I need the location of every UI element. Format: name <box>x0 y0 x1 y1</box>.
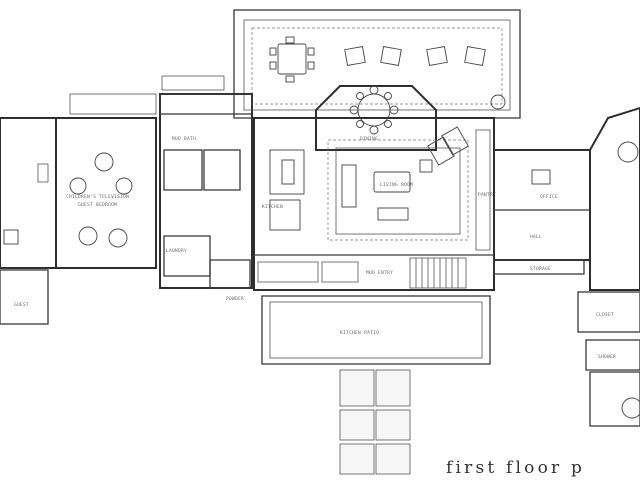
svg-text:GUEST: GUEST <box>14 302 29 308</box>
svg-text:GUEST BEDROOM: GUEST BEDROOM <box>78 202 117 208</box>
entry-terrace: KITCHEN PATIO <box>261 295 491 475</box>
svg-text:STORAGE: STORAGE <box>530 266 551 272</box>
svg-text:HALL: HALL <box>530 234 542 240</box>
svg-text:KITCHEN: KITCHEN <box>262 204 283 210</box>
svg-text:PANTRY: PANTRY <box>478 192 496 198</box>
right-wing: OFFICE HALL STORAGE CLOSET SHOWER <box>493 106 640 427</box>
svg-text:MUD ENTRY: MUD ENTRY <box>366 270 393 276</box>
svg-text:SHOWER: SHOWER <box>598 354 616 360</box>
svg-text:KITCHEN PATIO: KITCHEN PATIO <box>340 330 379 336</box>
left-wing: CHILDREN'S TELEVISION GUEST BEDROOM GUES… <box>0 75 253 325</box>
dining-bay: DINING <box>315 85 437 151</box>
svg-text:LIVING ROOM: LIVING ROOM <box>380 182 413 188</box>
svg-text:LAUNDRY: LAUNDRY <box>166 248 187 254</box>
garden-terrace <box>233 9 521 119</box>
main-house-block: LIVING ROOM KITCHEN MUD ENTRY PANTRY <box>253 117 496 291</box>
svg-text:MUD BATH: MUD BATH <box>172 136 196 142</box>
svg-text:CLOSET: CLOSET <box>596 312 614 318</box>
svg-text:POWDER: POWDER <box>226 296 244 302</box>
svg-text:CHILDREN'S TELEVISION: CHILDREN'S TELEVISION <box>66 194 129 200</box>
svg-text:OFFICE: OFFICE <box>540 194 558 200</box>
svg-text:DINING: DINING <box>360 136 378 142</box>
plan-title: first floor p <box>446 458 586 478</box>
